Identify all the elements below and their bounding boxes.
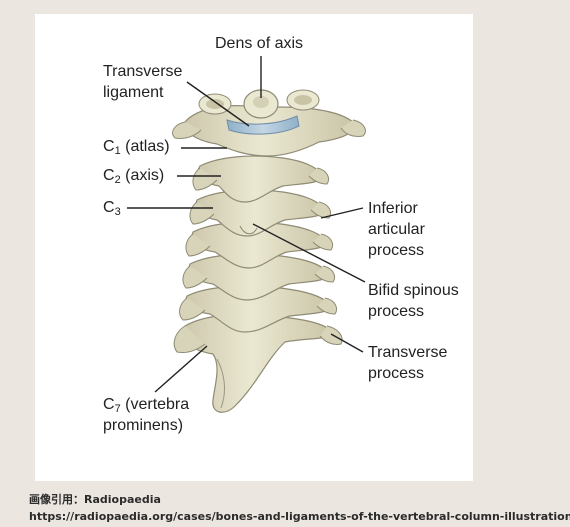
label-transverse-process: Transverse process	[368, 344, 448, 382]
vertebra-c5	[182, 253, 336, 301]
leader-transverse-ligament	[186, 81, 250, 127]
label-c2-axis: C2 (axis)	[103, 167, 165, 186]
label-transverse-ligament: Transverse ligament	[103, 63, 183, 101]
vertebra-c6	[179, 285, 338, 333]
label-c1-atlas: C1 (atlas)	[103, 138, 170, 157]
label-bifid-spinous-process: Bifid spinous process	[368, 282, 459, 320]
image-source-caption: 画像引用：Radiopaedia	[29, 493, 161, 506]
vertebra-c2	[192, 155, 330, 203]
label-dens-of-axis: Dens of axis	[215, 35, 304, 52]
cervical-spine-illustration	[127, 56, 366, 413]
leader-transverse-process	[330, 333, 364, 353]
label-inferior-articular-process: Inferior articular process	[368, 200, 425, 259]
leader-bifid-spinous	[252, 223, 366, 283]
leader-inferior-articular	[320, 207, 364, 219]
transverse-ligament	[226, 115, 300, 135]
dens-of-axis	[243, 89, 279, 119]
image-source-url[interactable]: https://radiopaedia.org/cases/bones-and-…	[29, 510, 570, 523]
diagram-panel: Dens of axis Transverse ligament C1 (atl…	[35, 14, 473, 481]
vertebra-c4	[185, 221, 334, 269]
label-c7-vertebra-prominens: C7 (vertebra prominens)	[103, 396, 190, 434]
label-c3: C3	[103, 199, 121, 218]
vertebra-c7	[173, 313, 343, 413]
leader-c7	[154, 345, 208, 393]
